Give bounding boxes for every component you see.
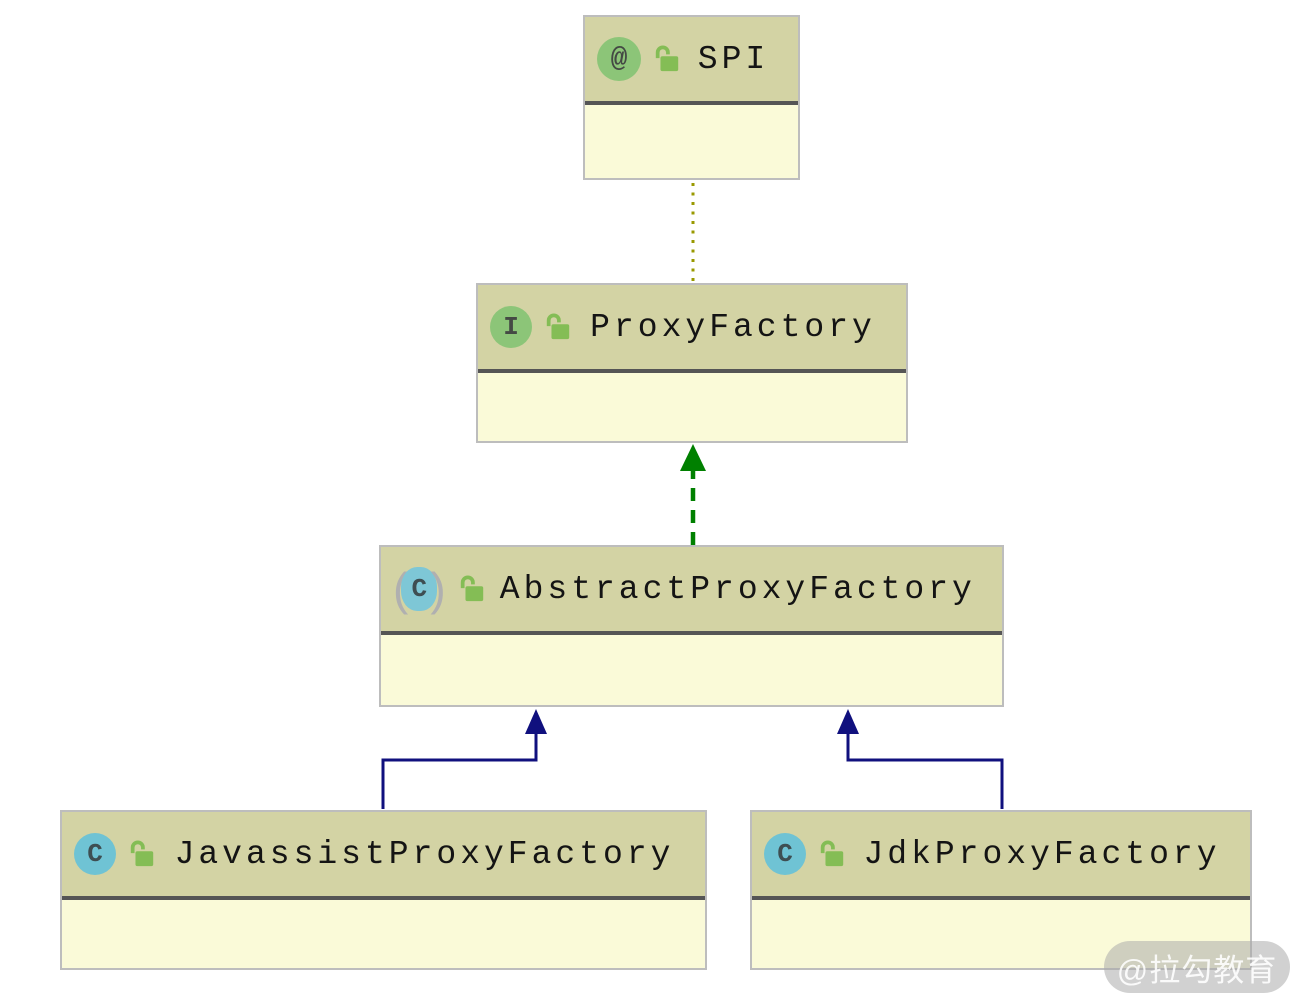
open-lock-icon [460, 575, 483, 602]
class-icon: C [764, 833, 806, 875]
abstract-class-icon: ( C ) [393, 566, 446, 612]
node-header: C JavassistProxyFactory [62, 812, 705, 900]
class-node-abstractproxyfactory[interactable]: ( C ) AbstractProxyFactory [379, 545, 1004, 707]
extends-arrowhead-left-icon [525, 709, 547, 734]
class-name-label: JdkProxyFactory [863, 835, 1221, 873]
implements-arrowhead-icon [680, 444, 706, 471]
extends-arrowhead-right-icon [837, 709, 859, 734]
class-node-spi[interactable]: @ SPI [583, 15, 800, 180]
open-lock-icon [546, 313, 570, 340]
extends-arrow-left-line [381, 733, 538, 809]
open-lock-icon [655, 45, 679, 72]
class-node-proxyfactory[interactable]: I ProxyFactory [476, 283, 908, 443]
extends-arrow-right-line [846, 733, 1004, 809]
watermark-badge: @拉勾教育 [1104, 941, 1290, 993]
annotation-icon: @ [597, 37, 641, 81]
class-name-label: ProxyFactory [590, 308, 876, 346]
node-header: I ProxyFactory [478, 285, 906, 373]
open-lock-icon [130, 840, 154, 867]
open-lock-icon [820, 840, 844, 867]
node-header: ( C ) AbstractProxyFactory [381, 547, 1002, 635]
class-name-label: SPI [697, 40, 770, 78]
class-name-label: JavassistProxyFactory [174, 835, 675, 873]
node-body [585, 105, 798, 178]
node-header: C JdkProxyFactory [752, 812, 1250, 900]
class-name-label: AbstractProxyFactory [499, 570, 976, 608]
node-body [381, 635, 1002, 705]
interface-icon: I [490, 306, 532, 348]
node-body [478, 373, 906, 441]
class-node-javassistproxyfactory[interactable]: C JavassistProxyFactory [60, 810, 707, 970]
node-body [62, 900, 705, 968]
node-header: @ SPI [585, 17, 798, 105]
class-icon: C [74, 833, 116, 875]
